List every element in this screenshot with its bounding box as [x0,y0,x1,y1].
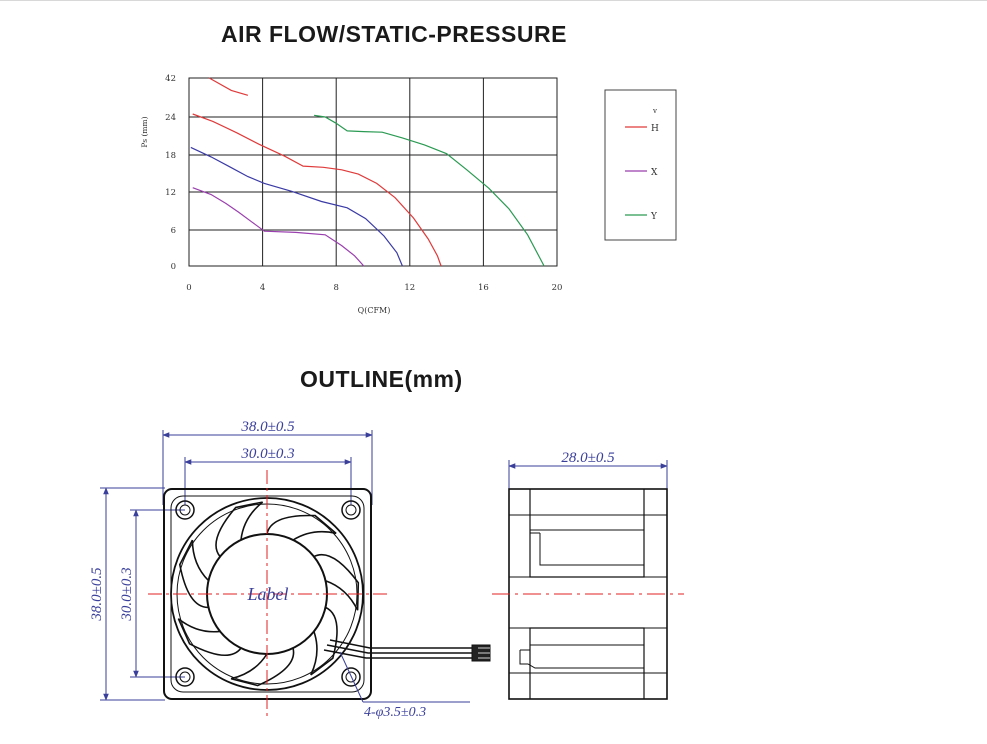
side-wire-exit [519,649,644,669]
fan-blade [177,618,242,656]
outline-title: OUTLINE(mm) [300,366,463,392]
chart-series [190,77,545,267]
fan-blade [266,514,337,541]
x-tick-label: 12 [404,283,415,293]
dim-width-inner: 30.0±0.3 [240,446,294,462]
legend-label-x: X [651,168,658,178]
chart-legend: v H X Y [604,89,677,241]
y-tick-label: 42 [165,74,176,84]
mount-hole-tr-inner [345,504,357,516]
y-tick-label: 18 [165,151,176,161]
fan-front-view [100,430,491,718]
legend-marker-glyph: v [652,107,657,115]
fan-blade [310,606,338,676]
x-tick-label: 8 [333,283,338,293]
side-top-rib-2 [539,533,644,566]
dim-width-outer: 38.0±0.5 [240,419,295,435]
hub-label-text: Label [246,584,288,604]
y-tick-labels: 0 6 12 18 24 42 [165,74,176,272]
legend-label-y: Y [650,212,658,222]
page-top-divider [0,0,987,1]
legend-entries: H X Y [625,124,659,222]
chart-grid [189,78,557,266]
y-tick-label: 12 [165,188,176,198]
mount-hole-tl [175,500,195,520]
wire-2 [326,644,478,654]
x-tick-label: 20 [552,283,563,293]
hole-leader-line [339,651,364,703]
wire-3 [323,649,478,659]
x-axis-label: Q(CFM) [358,306,391,315]
x-tick-label: 0 [186,283,191,293]
y-tick-label: 0 [171,262,176,272]
legend-label-h: H [651,124,659,134]
series-line-unlabeled-3 [190,146,403,267]
side-bottom-housing [529,627,645,699]
airflow-title: AIR FLOW/STATIC-PRESSURE [221,21,567,47]
fan-side-view [492,460,684,700]
fan-blade [313,553,360,611]
airflow-chart: 0 4 8 12 16 20 0 6 12 18 24 42 Q(CFM) Ps (mm) [140,74,562,315]
mount-hole-tl-inner [179,504,191,516]
series-line-unlabeled-4 [208,77,249,96]
mount-hole-tr [341,500,361,520]
mount-hole-br-inner [345,671,357,683]
mount-hole-bl [175,667,195,687]
fan-blade [215,501,264,558]
mount-hole-bl-inner [179,671,191,683]
y-axis-label: Ps (mm) [140,116,149,147]
side-top-housing [529,489,645,578]
x-tick-label: 4 [260,283,265,293]
fan-blade [230,647,295,687]
fan-blade [178,539,210,609]
dim-hole-spec: 4-φ3.5±0.3 [364,705,426,720]
x-tick-labels: 0 4 8 12 16 20 [186,283,562,293]
legend-box [604,89,677,241]
plot-frame [188,77,558,267]
dim-height-inner: 30.0±0.3 [119,567,135,621]
series-line-x [192,187,365,267]
y-tick-label: 24 [165,113,176,123]
dim-height-outer: 38.0±0.5 [89,567,105,622]
wire-1 [329,639,478,649]
y-tick-label: 6 [171,226,176,236]
fan-blades [177,501,360,687]
x-tick-label: 16 [478,283,489,293]
series-line-y [314,114,545,267]
mount-hole-br [341,667,361,687]
dim-depth: 28.0±0.5 [561,450,615,466]
series-line-h [192,113,442,267]
